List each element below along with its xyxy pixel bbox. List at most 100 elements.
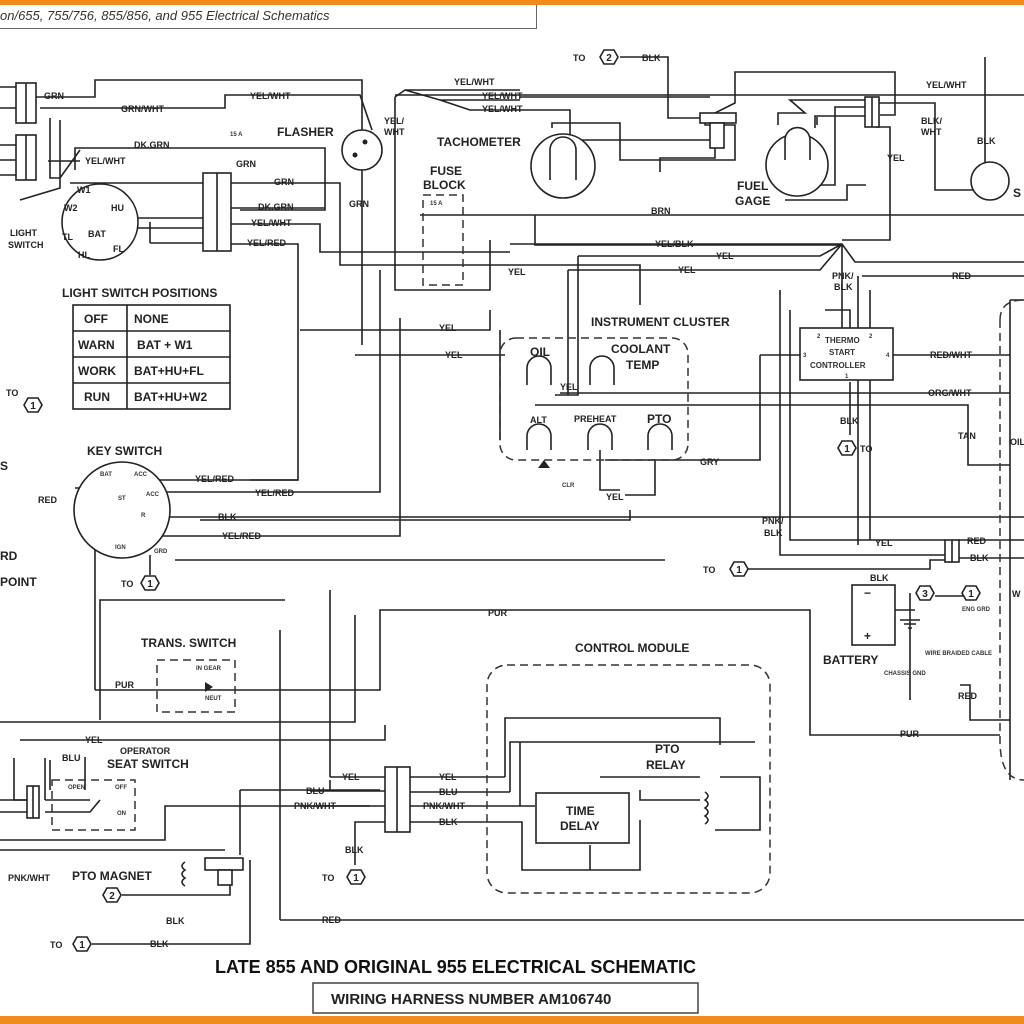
wire-to2-blk [620,56,896,119]
svg-text:YEL/RED: YEL/RED [255,488,295,498]
svg-text:15 A: 15 A [430,201,443,207]
wire-flasher [361,89,520,345]
wire-control-module [500,717,761,871]
wire-key-bottom [95,555,1000,736]
wire-pur [0,615,386,801]
svg-text:BLK: BLK [834,282,853,292]
terminal-labels: W1 W2 HU BAT TL HL FL BAT ACC ACC ST R I… [62,132,992,817]
coolant-lamp [589,355,615,385]
svg-text:YEL: YEL [887,153,905,163]
svg-text:GRN: GRN [349,199,369,209]
svg-text:DK.GRN: DK.GRN [258,202,294,212]
svg-text:WHT: WHT [384,127,405,137]
light-switch-label-1: LIGHT [10,228,37,238]
svg-text:YEL/WHT: YEL/WHT [482,91,523,101]
fuel-gage-label-2: GAGE [735,194,770,208]
svg-text:W: W [1012,589,1021,599]
svg-text:PNK/WHT: PNK/WHT [294,801,336,811]
wire-org-wht [535,392,1010,466]
svg-text:RED: RED [322,915,342,925]
svg-text:RED/WHT: RED/WHT [930,350,972,360]
svg-text:1: 1 [30,401,36,412]
thermo-label-2: START [829,348,855,357]
svg-text:HU: HU [111,203,124,213]
svg-text:ON: ON [117,811,126,817]
oil-label: OIL [530,345,550,359]
svg-text:FL: FL [113,244,124,254]
trans-switch-outline [156,659,236,713]
wire-battery [890,539,1024,721]
wire-key-switch [75,270,1024,690]
svg-text:1: 1 [353,873,359,884]
svg-text:YEL/: YEL/ [384,116,405,126]
svg-text:TO: TO [6,388,18,398]
svg-text:GRD: GRD [154,549,168,555]
svg-text:+: + [864,629,871,643]
thermo-label-3: CONTROLLER [810,361,866,370]
wire-label-yel-cluster: YEL [560,382,578,392]
svg-text:BAT+HU+W2: BAT+HU+W2 [134,390,207,404]
control-module-label: CONTROL MODULE [575,641,689,655]
flasher-label: FLASHER [277,125,334,139]
svg-text:PNK/WHT: PNK/WHT [423,801,465,811]
svg-text:NONE: NONE [134,312,169,326]
wire-pto-yel [175,450,665,561]
svg-text:BLK: BLK [166,916,185,926]
svg-text:YEL/WHT: YEL/WHT [482,104,523,114]
instrument-cluster-label: INSTRUMENT CLUSTER [591,315,730,329]
svg-text:YEL: YEL [716,251,734,261]
wire-red [857,275,1024,545]
oil-lamp [526,355,552,385]
svg-text:1: 1 [845,374,849,380]
svg-text:GRY: GRY [700,457,719,467]
battery-connector-3: 3 [915,585,935,601]
pto-magnet-coil [181,861,187,887]
svg-text:2: 2 [869,334,873,340]
svg-text:2: 2 [109,891,115,902]
svg-text:RED: RED [958,691,978,701]
component-labels: FLASHER TACHOMETER FUSE BLOCK FUEL GAGE … [0,125,1024,883]
pto-magnet-label: PTO MAGNET [72,869,152,883]
fuse-block-outline [422,194,464,286]
seat-switch-label-2: SEAT SWITCH [107,757,189,771]
svg-text:DK.GRN: DK.GRN [134,140,170,150]
seat-switch-outline [51,779,136,831]
harness-number-box [312,982,699,1014]
fuse-block-label-1: FUSE [430,164,462,178]
svg-text:YEL: YEL [875,538,893,548]
svg-text:BLU: BLU [439,787,458,797]
fuel-gage-label-1: FUEL [737,179,768,193]
svg-text:ACC: ACC [146,492,160,498]
svg-text:PNK/: PNK/ [762,516,784,526]
svg-text:YEL/WHT: YEL/WHT [251,218,292,228]
pto-lamp-label: PTO [647,412,671,426]
svg-text:YEL: YEL [439,772,457,782]
wire-harness [300,590,520,865]
svg-text:TAN: TAN [958,431,976,441]
svg-text:PUR: PUR [115,680,135,690]
svg-text:2: 2 [606,53,612,64]
svg-text:ST: ST [118,496,126,502]
svg-text:TO: TO [703,565,715,575]
svg-text:YEL: YEL [342,772,360,782]
svg-text:3: 3 [922,589,928,600]
svg-text:W1: W1 [77,185,91,195]
header-title: on/655, 755/756, 855/856, and 955 Electr… [0,8,330,23]
svg-text:W2: W2 [64,203,78,213]
svg-text:BLK: BLK [840,416,859,426]
svg-text:3: 3 [803,353,807,359]
svg-text:YEL/WHT: YEL/WHT [85,156,126,166]
connector-2-magnet: 2 [102,887,122,903]
svg-text:BAT: BAT [100,472,112,478]
harness-number: WIRING HARNESS NUMBER AM106740 [331,991,611,1008]
flasher-body [341,129,383,171]
svg-text:POINT: POINT [0,575,37,589]
wire-pink-blk [742,290,945,570]
svg-text:YEL/WHT: YEL/WHT [454,77,495,87]
